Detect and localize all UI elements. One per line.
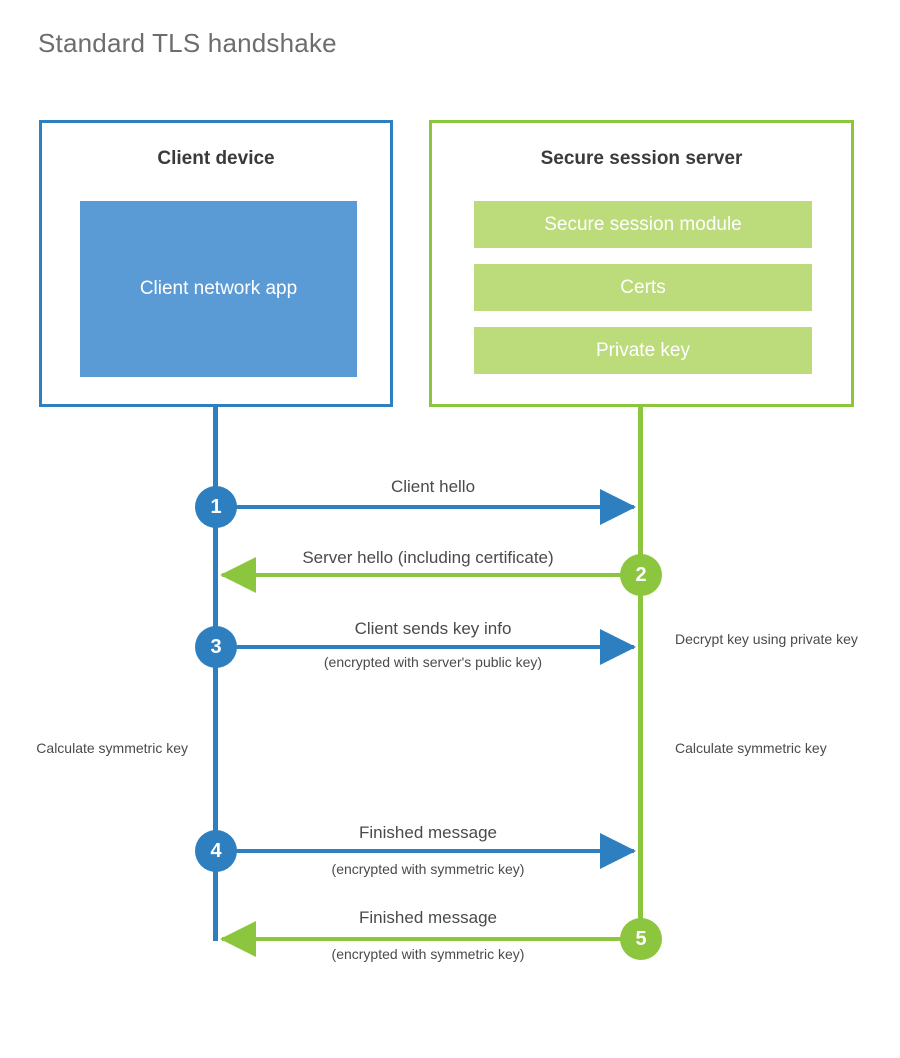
server-module-private-key: Private key (474, 327, 812, 374)
message-sublabel-step-3: (encrypted with server's public key) (323, 654, 543, 670)
note-calculate-symmetric-key-server: Calculate symmetric key (675, 740, 827, 756)
client-network-app-block: Client network app (80, 201, 357, 377)
secure-session-server-box: Secure session server Secure session mod… (429, 120, 854, 407)
step-marker-4[interactable]: 4 (195, 830, 237, 872)
message-label-step-5: Finished message (359, 908, 497, 927)
client-device-box: Client device Client network app (39, 120, 393, 407)
message-sublabel-step-4: (encrypted with symmetric key) (331, 861, 525, 877)
message-sublabel-step-5: (encrypted with symmetric key) (331, 946, 525, 962)
message-label-step-4: Finished message (359, 823, 497, 842)
step-marker-2[interactable]: 2 (620, 554, 662, 596)
step-marker-3[interactable]: 3 (195, 626, 237, 668)
note-decrypt-key: Decrypt key using private key (675, 631, 858, 647)
note-calculate-symmetric-key-client: Calculate symmetric key (36, 740, 188, 756)
server-module-secure-session-module: Secure session module (474, 201, 812, 248)
step-marker-5[interactable]: 5 (620, 918, 662, 960)
page-title: Standard TLS handshake (38, 28, 337, 58)
client-lifeline (213, 404, 218, 941)
server-lifeline (638, 404, 643, 940)
server-module-certs: Certs (474, 264, 812, 311)
message-label-step-1: Client hello (390, 477, 476, 496)
secure-session-server-title: Secure session server (540, 148, 743, 169)
step-marker-1[interactable]: 1 (195, 486, 237, 528)
client-device-title: Client device (157, 148, 275, 169)
message-label-step-3: Client sends key info (354, 619, 512, 638)
message-label-step-2: Server hello (including certificate) (302, 548, 554, 567)
